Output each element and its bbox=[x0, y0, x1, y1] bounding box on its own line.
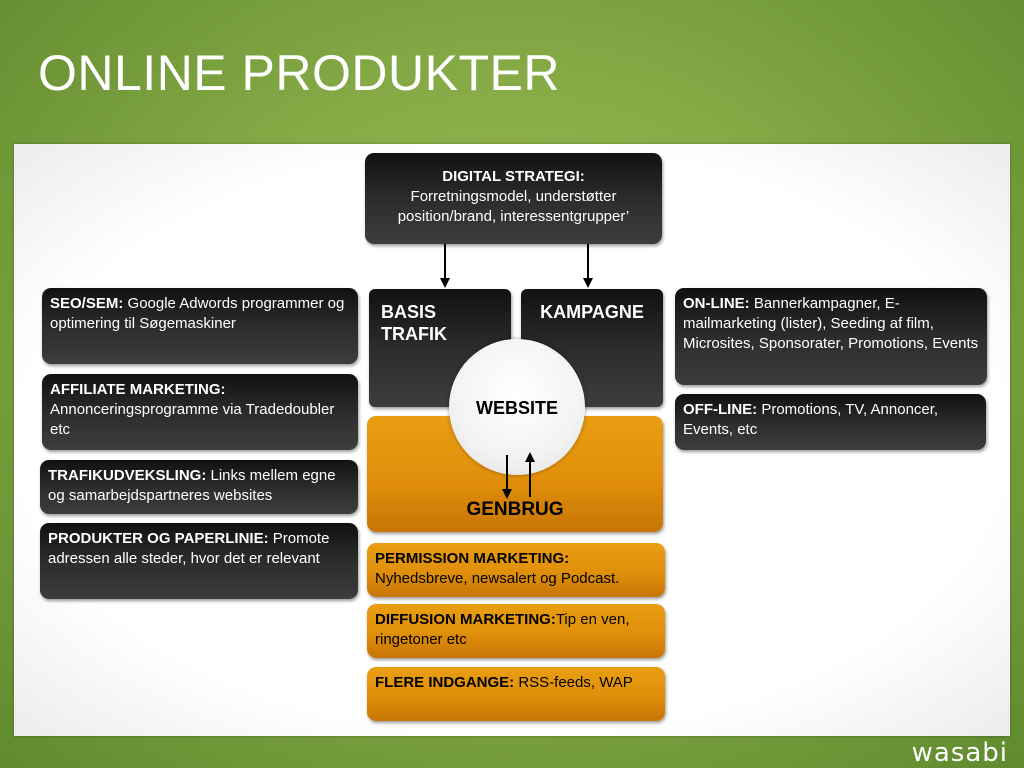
digital-strategy-heading: DIGITAL STRATEGI: bbox=[442, 168, 585, 185]
basis-trafik-label: BASIS TRAFIK bbox=[381, 302, 447, 344]
permission-marketing-box: PERMISSION MARKETING: Nyhedsbreve, newsa… bbox=[367, 543, 665, 597]
online-heading: ON-LINE: bbox=[683, 295, 750, 312]
produkter-paperlinie-box: PRODUKTER OG PAPERLINIE: Promote adresse… bbox=[40, 523, 358, 599]
slide-title: ONLINE PRODUKTER bbox=[38, 45, 560, 101]
seo-sem-box: SEO/SEM: Google Adwords programmer og op… bbox=[42, 288, 358, 364]
online-text: Bannerkampagner, E-mailmarketing (lister… bbox=[683, 295, 979, 352]
seo-sem-heading: SEO/SEM: bbox=[50, 295, 124, 312]
diffusion-marketing-text: Tip en ven, ringetoner etc bbox=[375, 611, 630, 648]
website-label: WEBSITE bbox=[475, 398, 558, 418]
permission-marketing-heading: PERMISSION MARKETING: bbox=[375, 550, 570, 567]
diffusion-marketing-heading: DIFFUSION MARKETING: bbox=[375, 611, 556, 628]
digital-strategy-box: DIGITAL STRATEGI: Forretningsmodel, unde… bbox=[365, 153, 662, 244]
flere-indgange-text: RSS-feeds, WAP bbox=[514, 674, 633, 691]
flere-indgange-box: FLERE INDGANGE: RSS-feeds, WAP bbox=[367, 667, 665, 721]
basis-trafik-box: BASIS TRAFIK bbox=[369, 289, 511, 407]
offline-box: OFF-LINE: Promotions, TV, Annoncer, Even… bbox=[675, 394, 986, 450]
genbrug-label: GENBRUG bbox=[466, 499, 564, 520]
website-circle bbox=[449, 339, 585, 475]
offline-text: Promotions, TV, Annoncer, Events, etc bbox=[683, 401, 939, 438]
trafikudveksling-box: TRAFIKUDVEKSLING: Links mellem egne og s… bbox=[40, 460, 358, 514]
seo-sem-text: Google Adwords programmer og optimering … bbox=[50, 295, 345, 332]
wasabi-logo: wasabi bbox=[911, 738, 1008, 768]
flere-indgange-heading: FLERE INDGANGE: bbox=[375, 674, 515, 691]
trafikudveksling-text: Links mellem egne og samarbejdspartneres… bbox=[48, 467, 336, 504]
affiliate-marketing-text: Annonceringsprogramme via Tradedoubler e… bbox=[50, 401, 335, 438]
diffusion-marketing-box: DIFFUSION MARKETING:Tip en ven, ringeton… bbox=[367, 604, 665, 658]
produkter-paperlinie-text: Promote adressen alle steder, hvor det e… bbox=[48, 530, 330, 567]
produkter-paperlinie-heading: PRODUKTER OG PAPERLINIE: bbox=[48, 530, 269, 547]
affiliate-marketing-heading: AFFILIATE MARKETING: bbox=[50, 381, 226, 398]
digital-strategy-text: Forretningsmodel, understøtter position/… bbox=[397, 188, 630, 225]
affiliate-marketing-box: AFFILIATE MARKETING: Annonceringsprogram… bbox=[42, 374, 358, 450]
offline-heading: OFF-LINE: bbox=[683, 401, 758, 418]
trafikudveksling-heading: TRAFIKUDVEKSLING: bbox=[48, 467, 207, 484]
online-box: ON-LINE: Bannerkampagner, E-mailmarketin… bbox=[675, 288, 987, 385]
kampagne-label: KAMPAGNE bbox=[540, 302, 644, 322]
permission-marketing-text: Nyhedsbreve, newsalert og Podcast. bbox=[375, 570, 620, 587]
